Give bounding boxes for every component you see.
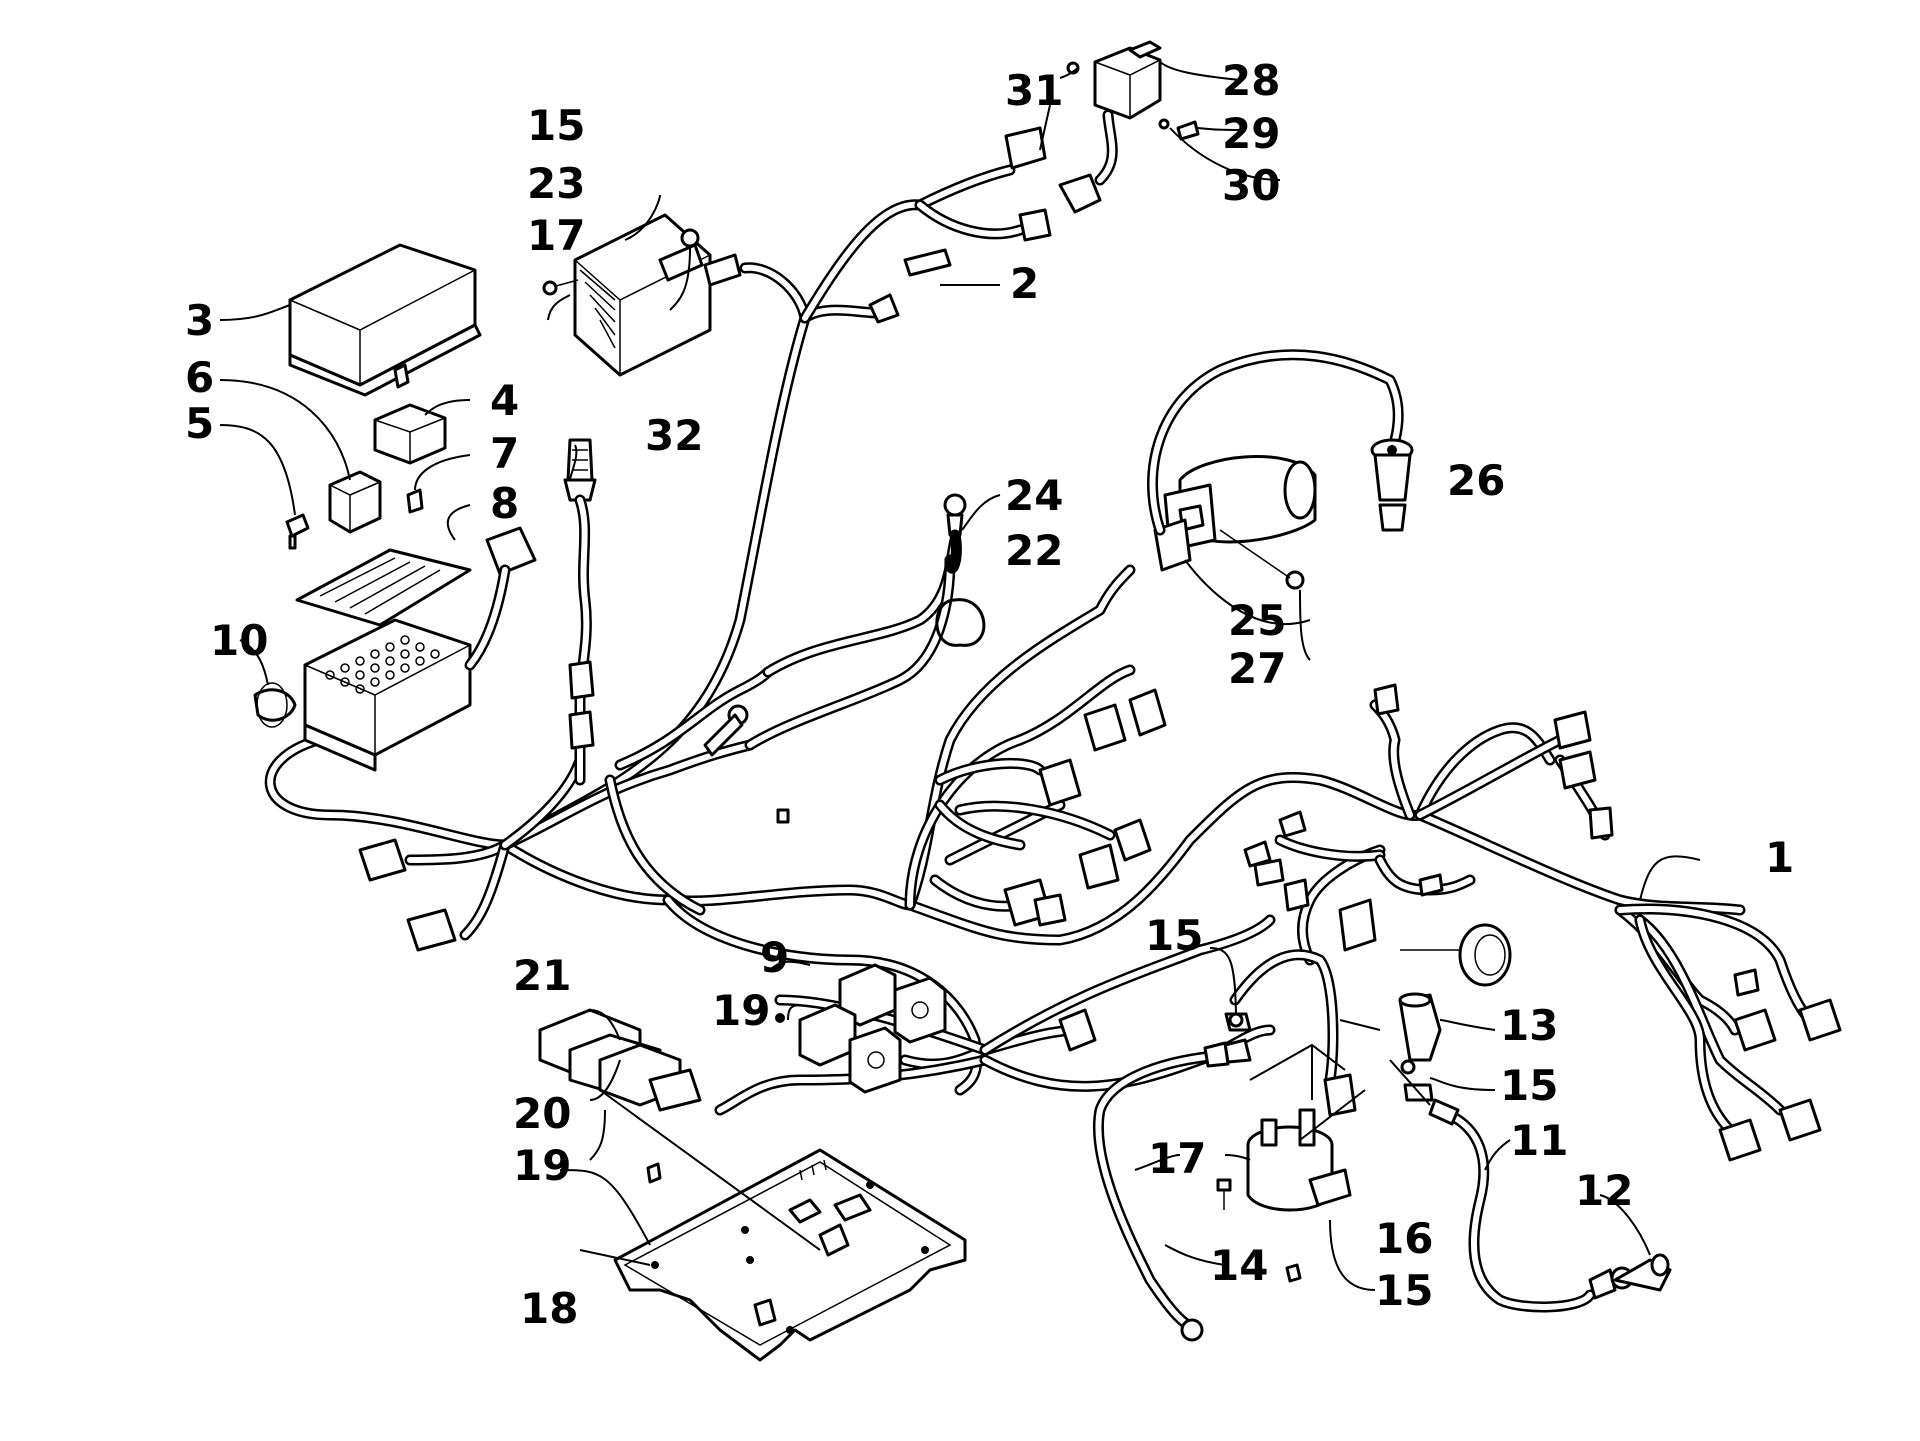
leader-lines bbox=[219, 61, 1701, 1291]
cable-clamp-22-icon bbox=[935, 598, 986, 647]
ignition-coil-icon bbox=[1147, 349, 1404, 590]
callout-23: 23 bbox=[527, 159, 585, 208]
callout-30: 30 bbox=[1222, 161, 1280, 210]
fuse-block-board bbox=[295, 526, 537, 627]
callout-26: 26 bbox=[1447, 456, 1505, 505]
spark-plug-cap-icon bbox=[1370, 438, 1414, 532]
gauge-connectors bbox=[1243, 810, 1512, 987]
callout-9: 9 bbox=[760, 933, 789, 982]
fuse-box-cover-icon bbox=[288, 243, 482, 397]
callout-10: 10 bbox=[210, 616, 268, 665]
callout-32: 32 bbox=[645, 411, 703, 460]
callout-2: 2 bbox=[1010, 259, 1039, 308]
callout-labels: 1 2 3 4 5 6 7 8 9 10 11 12 13 14 15 15 1… bbox=[185, 56, 1794, 1333]
callout-17a: 17 bbox=[527, 211, 585, 260]
callout-6: 6 bbox=[185, 353, 214, 402]
lower-right-connectors bbox=[1718, 968, 1842, 1162]
starter-solenoid-icon bbox=[1216, 1073, 1357, 1283]
callout-27: 27 bbox=[1228, 644, 1286, 693]
callout-11: 11 bbox=[1510, 1116, 1568, 1165]
callout-25: 25 bbox=[1228, 596, 1286, 645]
tilt-sensor-assembly bbox=[1066, 40, 1200, 186]
callout-14: 14 bbox=[1210, 1241, 1268, 1290]
upper-right-connectors bbox=[1373, 683, 1614, 840]
callout-15a: 15 bbox=[527, 101, 585, 150]
terminal-boot-13-icon bbox=[1398, 992, 1442, 1062]
callout-31: 31 bbox=[1005, 66, 1063, 115]
wiring-harness-icon bbox=[264, 164, 1816, 1136]
callout-21: 21 bbox=[513, 951, 571, 1000]
callout-16: 16 bbox=[1375, 1214, 1433, 1263]
callout-4: 4 bbox=[490, 376, 519, 425]
switch-cluster-9 bbox=[775, 963, 1097, 1094]
battery-tray-icon bbox=[613, 808, 967, 1362]
callout-8: 8 bbox=[490, 479, 519, 528]
callout-15d: 15 bbox=[1375, 1266, 1433, 1315]
callout-17b: 17 bbox=[1148, 1134, 1206, 1183]
callout-18: 18 bbox=[520, 1284, 578, 1333]
callout-13: 13 bbox=[1500, 1001, 1558, 1050]
callout-15b: 15 bbox=[1145, 911, 1203, 960]
callout-19b: 19 bbox=[513, 1141, 571, 1190]
callout-7: 7 bbox=[490, 429, 519, 478]
callout-19a: 19 bbox=[712, 986, 770, 1035]
callout-28: 28 bbox=[1222, 56, 1280, 105]
callout-22: 22 bbox=[1005, 526, 1063, 575]
fuse-5-icon bbox=[285, 513, 310, 550]
callout-3: 3 bbox=[185, 296, 214, 345]
terminal-boot-12-icon bbox=[1613, 1253, 1672, 1292]
callout-20: 20 bbox=[513, 1089, 571, 1138]
callout-24: 24 bbox=[1005, 471, 1063, 520]
voltage-regulator-icon bbox=[542, 213, 742, 377]
callout-29: 29 bbox=[1222, 109, 1280, 158]
battery-cable-11 bbox=[1428, 1098, 1634, 1313]
sensor-connectors-middle bbox=[1003, 688, 1167, 927]
oxygen-sensor-icon bbox=[563, 438, 597, 786]
fuse-7-icon bbox=[406, 488, 424, 514]
callout-15c: 15 bbox=[1500, 1061, 1558, 1110]
harness-connectors-upper bbox=[868, 126, 1102, 324]
relay-6-icon bbox=[328, 470, 382, 534]
callout-1: 1 bbox=[1765, 833, 1794, 882]
fuse-box-icon bbox=[253, 564, 511, 772]
relay-icon bbox=[373, 403, 447, 465]
battery-cable-14 bbox=[1093, 1038, 1252, 1342]
callout-5: 5 bbox=[185, 399, 214, 448]
left-connectors bbox=[358, 838, 457, 952]
callout-12: 12 bbox=[1575, 1166, 1633, 1215]
